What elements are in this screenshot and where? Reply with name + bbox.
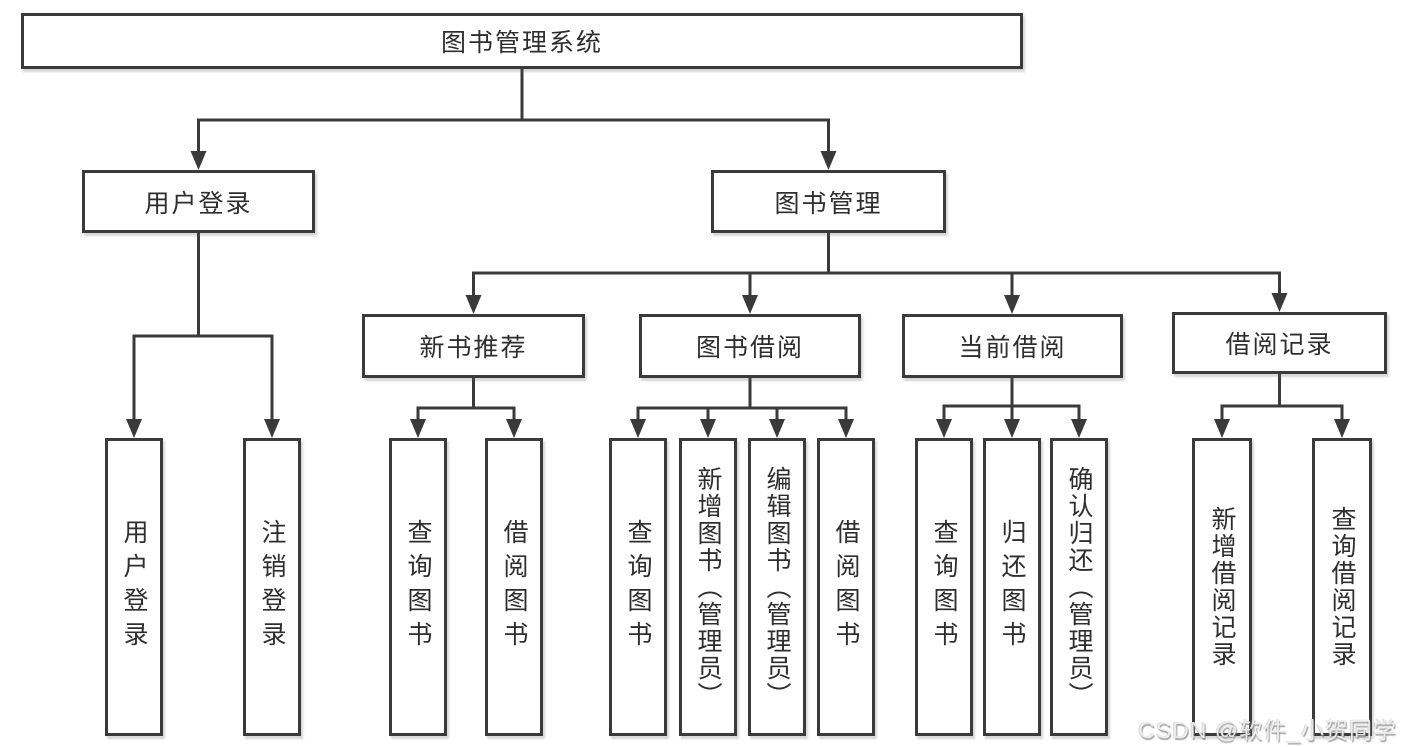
node-user-login: 用户登录 <box>82 170 315 233</box>
leaf-label: 借阅图书 <box>832 519 860 655</box>
leaf-label: 注销登录 <box>258 519 286 655</box>
leaf-query-borrow-record: 查询借阅记录 <box>1312 438 1372 736</box>
leaf-confirm-return-admin: 确认归还（管理员） <box>1050 438 1108 736</box>
connector-book-mgmt-children <box>465 231 1288 314</box>
leaf-label: 新增借阅记录 <box>1208 506 1236 668</box>
leaf-query-books-borrow: 查询图书 <box>609 438 667 736</box>
leaf-return-books: 归还图书 <box>983 438 1041 736</box>
leaf-label: 确认归还（管理员） <box>1065 465 1093 709</box>
connector-book-borrow-children <box>630 376 854 438</box>
leaf-logout: 注销登录 <box>243 438 301 736</box>
csdn-watermark: CSDN @软件_小贺同学 <box>1138 717 1397 743</box>
node-current-borrowing: 当前借阅 <box>902 314 1123 378</box>
leaf-label: 查询借阅记录 <box>1328 506 1356 668</box>
connector-new-book-children <box>410 376 522 438</box>
connector-current-borrow-children <box>936 376 1087 438</box>
connector-user-login-children <box>126 231 280 438</box>
leaf-label: 借阅图书 <box>500 519 528 655</box>
leaf-label: 编辑图书（管理员） <box>763 465 791 709</box>
leaf-label: 查询图书 <box>930 519 958 655</box>
node-new-book-recommend: 新书推荐 <box>362 314 585 378</box>
leaf-add-borrow-record: 新增借阅记录 <box>1192 438 1252 736</box>
node-book-management: 图书管理 <box>711 170 946 233</box>
node-borrowing-records: 借阅记录 <box>1172 312 1387 374</box>
node-book-borrowing: 图书借阅 <box>639 314 861 378</box>
connector-root-to-level2 <box>190 67 837 170</box>
leaf-borrow-books-recommend: 借阅图书 <box>485 438 543 736</box>
connector-borrow-records-children <box>1214 372 1350 438</box>
leaf-query-books-current: 查询图书 <box>915 438 973 736</box>
leaf-label: 归还图书 <box>998 519 1026 655</box>
leaf-edit-books-admin: 编辑图书（管理员） <box>748 438 806 736</box>
leaf-label: 查询图书 <box>404 519 432 655</box>
leaf-add-books-admin: 新增图书（管理员） <box>679 438 737 736</box>
leaf-label: 查询图书 <box>624 519 652 655</box>
leaf-query-books-recommend: 查询图书 <box>389 438 447 736</box>
leaf-label: 用户登录 <box>120 519 148 655</box>
leaf-label: 新增图书（管理员） <box>694 465 722 709</box>
leaf-user-login: 用户登录 <box>105 438 163 736</box>
leaf-borrow-books: 借阅图书 <box>817 438 875 736</box>
node-root-title: 图书管理系统 <box>21 13 1023 69</box>
